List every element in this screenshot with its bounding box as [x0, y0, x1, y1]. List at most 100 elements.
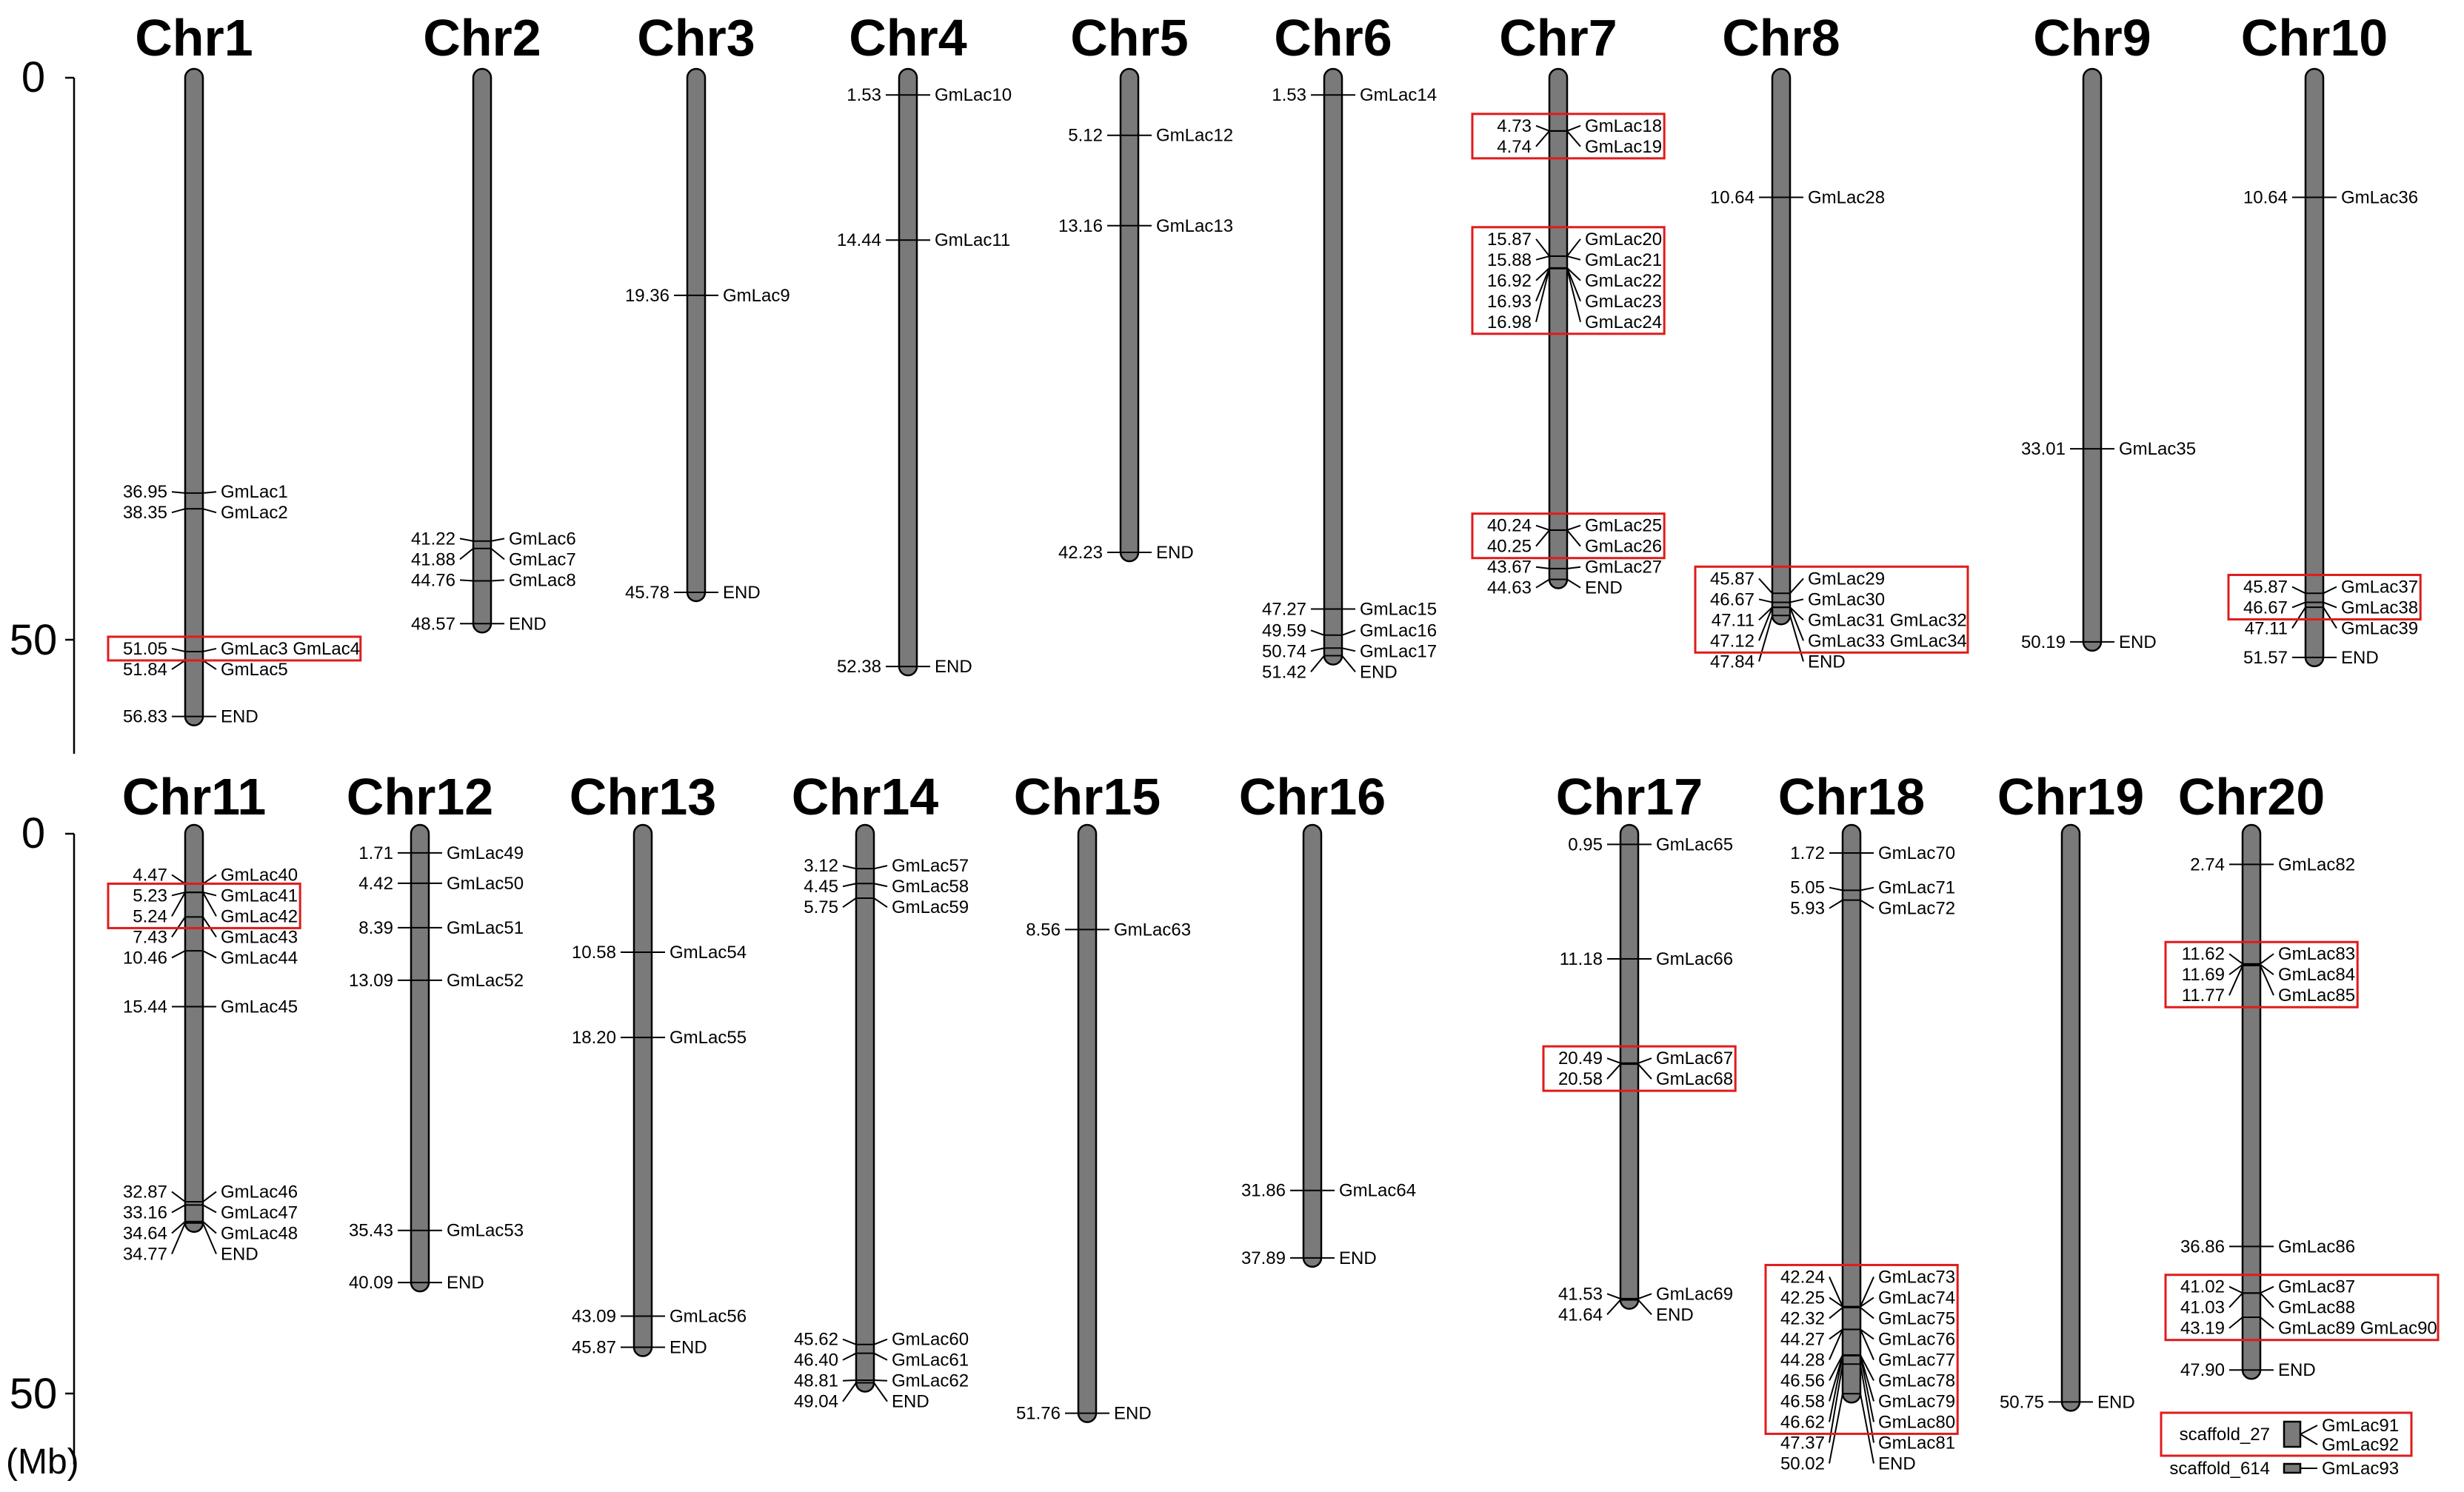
gene-gmlac23-position-label: 16.93 [1487, 292, 1532, 312]
chr7-title: Chr7 [1499, 9, 1617, 67]
scale-unit-label: (Mb) [6, 1442, 79, 1482]
gene-gmlac59-leader-left [842, 897, 857, 908]
chr20-title: Chr20 [2178, 768, 2325, 826]
gene-gmlac22-position-label: 16.92 [1487, 271, 1532, 291]
gene-gmlac57-leader-left [842, 865, 857, 870]
gene-gmlac6-leader-right [490, 538, 505, 542]
gene-gmlac84-leader-left [2228, 963, 2243, 976]
gene-gmlac17-position-label: 50.74 [1262, 641, 1306, 661]
gene-gmlac6-position-label: 41.22 [411, 529, 455, 549]
gene-gmlac78-leader-left [1829, 1354, 1843, 1381]
gene-gmlac61-leader-left [842, 1352, 857, 1361]
gene-gmlac19-leader-right [1566, 130, 1581, 147]
chr6-end-name-label: END [1360, 662, 1398, 682]
chr18-end-leader-right [1860, 1394, 1874, 1464]
gene-gmlac85-position-label: 11.77 [2182, 986, 2225, 1006]
gene-gmlac33-leader-right [1789, 606, 1804, 641]
chr15-title: Chr15 [1014, 768, 1161, 826]
chr13-end-position-label: 45.87 [572, 1338, 616, 1358]
chr14-title: Chr14 [792, 768, 938, 826]
gene-gmlac10-position-label: 1.53 [847, 85, 881, 105]
gene-gmlac68-leader-right [1637, 1063, 1652, 1080]
chr4-body [898, 67, 918, 677]
gene-gmlac43-position-label: 7.43 [133, 927, 167, 947]
gene-gmlac30-leader-right [1789, 598, 1804, 603]
chr19-end-name-label: END [2097, 1392, 2135, 1412]
gene-gmlac74-name-label: GmLac74 [1878, 1288, 1955, 1308]
gene-gmlac28-name-label: GmLac28 [1808, 188, 1885, 208]
chr6-end-leader-left [1310, 655, 1325, 672]
chr11-duplication-box-1 [107, 882, 301, 929]
scaffold-27-name: scaffold_27 [2180, 1425, 2270, 1445]
scaffold-614-name: scaffold_614 [2169, 1459, 2270, 1479]
gene-gmlac33-leader-left [1758, 606, 1773, 641]
chr11-end-leader-right [202, 1222, 217, 1254]
gene-gmlac29-position-label: 45.87 [1710, 569, 1754, 589]
gene-gmlac9-name-label: GmLac9 [723, 286, 790, 306]
gene-gmlac67-leader-left [1606, 1057, 1621, 1064]
gene-gmlac30-leader-left [1758, 598, 1773, 603]
chr19-title: Chr19 [1997, 768, 2144, 826]
gene-gmlac51-position-label: 8.39 [358, 918, 393, 938]
gene-gmlac41-leader-left [171, 891, 186, 897]
gene-gmlac47-position-label: 33.16 [123, 1202, 167, 1222]
gene-gmlac86-name-label: GmLac86 [2278, 1237, 2355, 1257]
gene-gmlac23-leader-right [1566, 267, 1581, 302]
scaffold-27-body [2283, 1420, 2302, 1448]
gene-gmlac23-name-label: GmLac23 [1585, 292, 1662, 312]
gene-gmlac22-name-label: GmLac22 [1585, 271, 1662, 291]
gene-gmlac46-name-label: GmLac46 [221, 1182, 298, 1202]
gene-gmlac57-leader-right [873, 865, 888, 870]
chr8-end-leader-right [1789, 615, 1804, 662]
gene-gmlac13-name-label: GmLac13 [1156, 216, 1233, 236]
gene-gmlac75-leader-right [1860, 1307, 1874, 1319]
gene-gmlac42-leader-right [202, 891, 217, 917]
gene-gmlac31-leader-right [1789, 606, 1804, 621]
gene-gmlac5-position-label: 51.84 [123, 660, 167, 680]
chr1-body [184, 67, 204, 726]
gene-gmlac47-leader-right [202, 1204, 217, 1214]
gene-gmlac25-position-label: 40.24 [1487, 516, 1532, 536]
chr17-end-name-label: END [1656, 1305, 1694, 1325]
gene-gmlac17-name-label: GmLac17 [1360, 641, 1437, 661]
gene-gmlac81-leader-right [1860, 1364, 1874, 1443]
chr14-body [855, 823, 875, 1393]
chr5-end-name-label: END [1156, 543, 1194, 563]
chr17-body [1619, 823, 1640, 1310]
gene-gmlac62-position-label: 48.81 [794, 1371, 838, 1391]
gene-gmlac73-position-label: 42.24 [1780, 1267, 1825, 1287]
chr10-title: Chr10 [2241, 9, 2388, 67]
gene-gmlac21-leader-right [1566, 255, 1581, 261]
gene-gmlac59-leader-right [873, 897, 888, 908]
gene-gmlac84-position-label: 11.69 [2182, 965, 2225, 985]
chr3-end-position-label: 45.78 [625, 583, 670, 603]
gene-gmlac65-position-label: 0.95 [1568, 834, 1603, 854]
chr15-end-position-label: 51.76 [1016, 1404, 1061, 1424]
gene-gmlac52-name-label: GmLac52 [447, 971, 524, 991]
chr8-end-position-label: 47.84 [1710, 652, 1754, 672]
gene-gmlac17-leader-left [1310, 647, 1325, 652]
gene-gmlac73-leader-right [1860, 1277, 1874, 1308]
chr20-duplication-box-2 [2164, 1274, 2440, 1342]
gene-gmlac60-position-label: 45.62 [794, 1330, 838, 1350]
gene-gmlac9-position-label: 19.36 [625, 286, 670, 306]
gene-gmlac20-leader-left [1535, 238, 1550, 257]
gene-gmlac79-name-label: GmLac79 [1878, 1391, 1955, 1411]
gene-gmlac39-position-label: 47.11 [2245, 618, 2288, 638]
gene-gmlac2-name-label: GmLac2 [221, 503, 288, 523]
gene-gmlac37-leader-right [2323, 586, 2337, 595]
gene-gmlac2-position-label: 38.35 [123, 503, 167, 523]
gene-gmlac47-name-label: GmLac47 [221, 1202, 298, 1222]
gene-gmlac29-leader-right [1789, 578, 1804, 594]
gene-gmlac20-leader-right [1566, 238, 1581, 257]
gene-gmlac76-leader-left [1829, 1328, 1843, 1340]
gene-gmlac55-position-label: 18.20 [572, 1028, 616, 1048]
gene-gmlac63-name-label: GmLac63 [1114, 920, 1191, 940]
chr18-end-name-label: END [1878, 1453, 1916, 1473]
gene-gmlac20-name-label: GmLac20 [1585, 230, 1662, 250]
gene-gmlac50-position-label: 4.42 [358, 874, 393, 894]
chr10-end-position-label: 51.57 [2243, 648, 2288, 668]
